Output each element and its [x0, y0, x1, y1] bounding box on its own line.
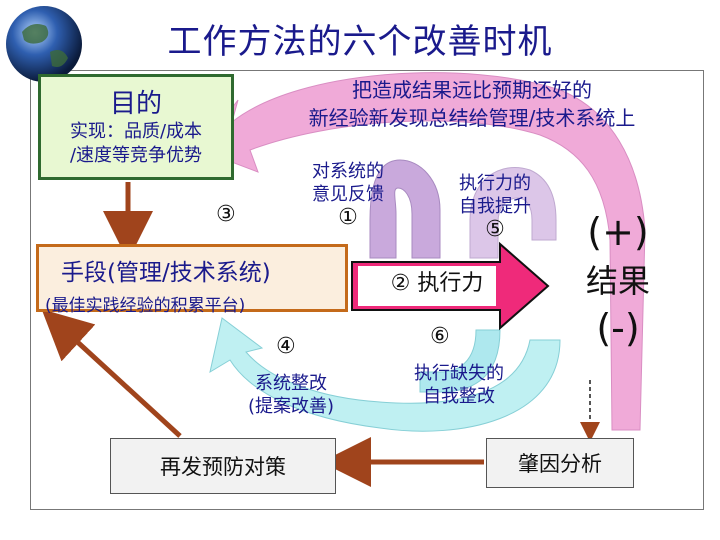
result-minus: (-) — [596, 306, 640, 350]
result-plus: (+) — [587, 210, 649, 254]
lavender-arrow — [369, 159, 441, 259]
means-line2: (最佳实践经验的积累平台) — [45, 296, 246, 316]
means-line1: 手段(管理/技术系统) — [61, 260, 271, 286]
rectify-line1: 系统整改 — [255, 373, 327, 394]
feedback-num: ① — [338, 205, 358, 230]
self-rectify-label: 执行缺失的 自我整改 — [394, 362, 524, 408]
self-improve-line1: 执行力的 — [459, 173, 531, 194]
feedback-label: 对系统的 意见反馈 ① — [298, 160, 398, 229]
page-title: 工作方法的六个改善时机 — [167, 22, 553, 62]
self-improve-num: ⑤ — [485, 217, 505, 242]
num-3: ③ — [216, 202, 236, 227]
purpose-heading: 目的 — [109, 89, 162, 119]
feedback-line2: 意见反馈 — [312, 184, 384, 205]
lavender-arrow-2 — [469, 166, 557, 259]
top-label: 把造成结果远比预期还好的 新经验新发现总结给管理/技术系统上 — [262, 76, 682, 132]
self-improve-label: 执行力的 自我提升 ⑤ — [440, 172, 550, 241]
result-box: (+) 结果 (-) — [548, 208, 688, 378]
num-4: ④ — [276, 334, 296, 359]
globe-icon — [6, 6, 82, 82]
num-6: ⑥ — [430, 324, 450, 349]
cyan-arrow — [209, 317, 561, 432]
recurrence-box: 再发预防对策 — [110, 438, 336, 494]
brown-arrow-up — [41, 309, 182, 438]
purpose-line1: 实现：品质/成本 — [69, 121, 203, 142]
pink-arrow — [199, 72, 646, 431]
execution-label: ② 执行力 — [390, 271, 484, 296]
purpose-box: 目的 实现：品质/成本 /速度等竞争优势 — [38, 74, 234, 180]
top-label-line2: 新经验新发现总结给管理/技术系统上 — [308, 106, 636, 130]
result-word: 结果 — [585, 262, 650, 300]
self-rectify-line1: 执行缺失的 — [414, 363, 504, 384]
rectify-label: 系统整改 (提案改善) — [226, 372, 356, 418]
top-label-line1: 把造成结果远比预期还好的 — [352, 78, 592, 102]
purpose-line2: /速度等竞争优势 — [69, 145, 203, 166]
means-box: 手段(管理/技术系统) (最佳实践经验的积累平台) — [36, 244, 348, 316]
cyan-arrow-2 — [419, 329, 501, 393]
feedback-line1: 对系统的 — [312, 161, 384, 182]
self-improve-line2: 自我提升 — [459, 196, 531, 217]
self-rectify-line2: 自我整改 — [423, 386, 495, 407]
cause-analysis-box: 肇因分析 — [486, 438, 634, 488]
rectify-line2: (提案改善) — [247, 396, 335, 417]
